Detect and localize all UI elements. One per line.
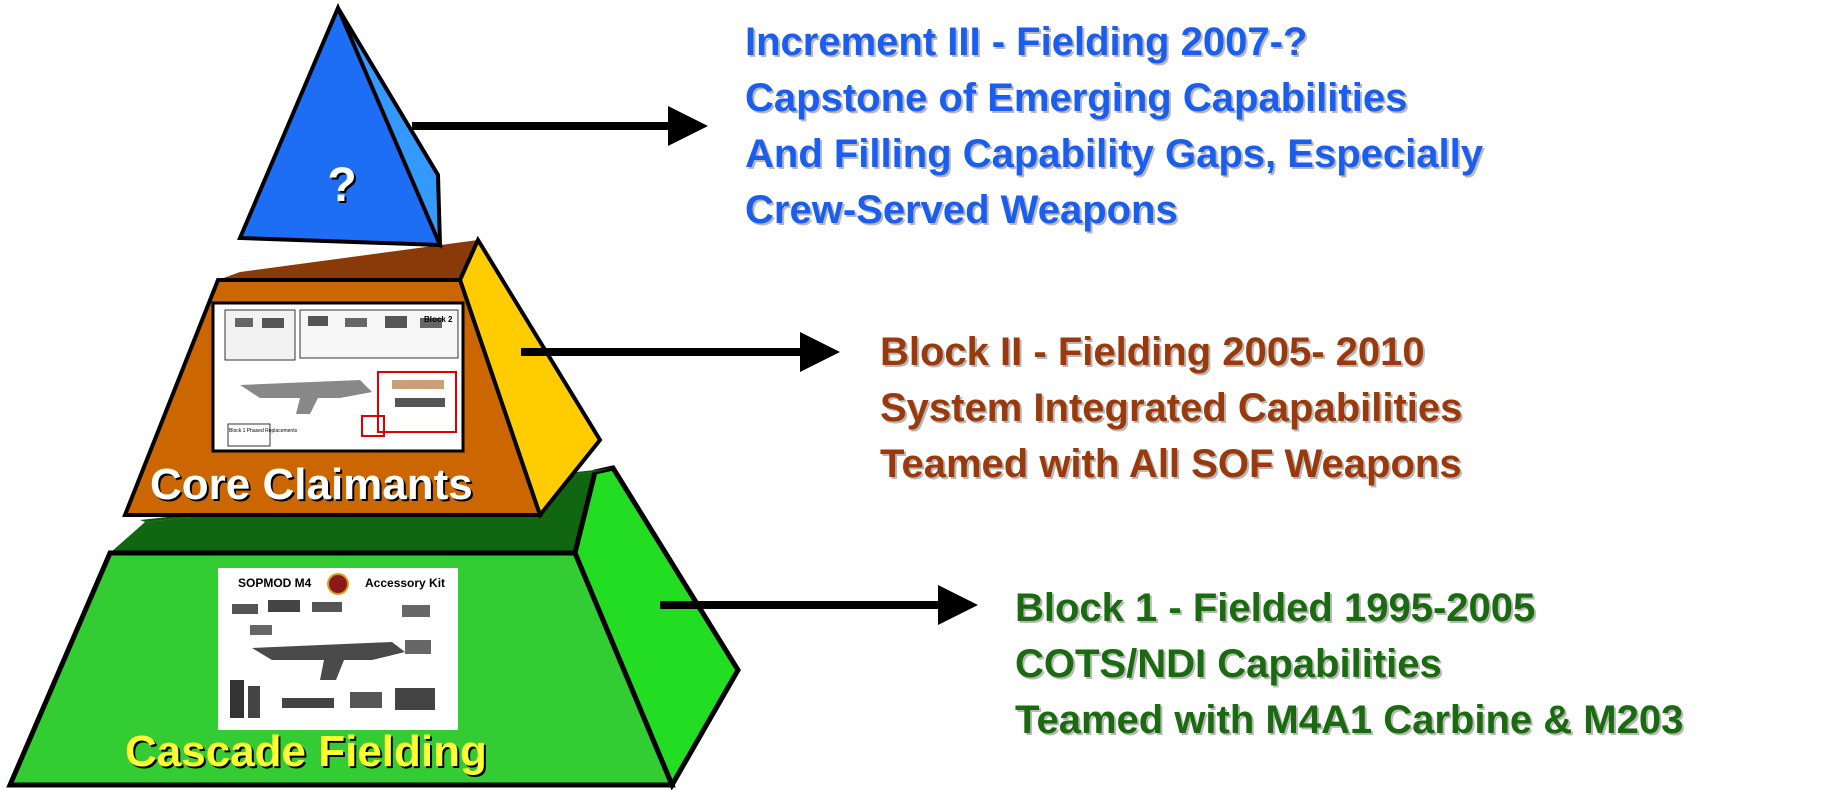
block-2-picture-tag: Block 2 — [424, 315, 453, 324]
middle-arrow — [521, 332, 840, 372]
block-2-equipment-picture: Block 2 Block 1 Phased Replacements — [211, 301, 465, 453]
block-1-line: COTS/NDI Capabilities — [1015, 642, 1442, 686]
middle-tier-top-face — [218, 240, 478, 280]
block-1-line: Teamed with M4A1 Carbine & M203 — [1015, 698, 1684, 742]
block-2-line: System Integrated Capabilities — [880, 386, 1463, 430]
increment-3-description: Increment III - Fielding 2007-? Capstone… — [745, 14, 1483, 238]
top-tier-front-face — [237, 2, 444, 248]
block-2-description: Block II - Fielding 2005- 2010 System In… — [880, 324, 1462, 492]
cascade-fielding-title: Cascade Fielding — [125, 727, 487, 776]
apex-question-mark: ? — [327, 159, 357, 212]
bottom-arrow — [660, 585, 978, 625]
core-claimants-title: Core Claimants — [150, 460, 473, 509]
sopmod-kit-title-right: Accessory Kit — [365, 576, 445, 590]
top-tier — [237, 2, 444, 250]
increment-3-line: And Filling Capability Gaps, Especially — [745, 132, 1483, 176]
increment-3-line: Capstone of Emerging Capabilities — [745, 76, 1408, 120]
block-2-line: Block II - Fielding 2005- 2010 — [880, 330, 1425, 374]
increment-3-line: Crew-Served Weapons — [745, 188, 1178, 232]
block-2-phased-caption: Block 1 Phased Replacements — [229, 428, 298, 434]
top-arrow — [412, 106, 708, 146]
sopmod-emblem — [327, 573, 349, 595]
block-1-line: Block 1 - Fielded 1995-2005 — [1015, 586, 1536, 630]
block-1-description: Block 1 - Fielded 1995-2005 COTS/NDI Cap… — [1015, 580, 1683, 748]
sopmod-kit-title-left: SOPMOD M4 — [238, 576, 312, 590]
block-2-line: Teamed with All SOF Weapons — [880, 442, 1462, 486]
increment-3-line: Increment III - Fielding 2007-? — [745, 20, 1308, 64]
sopmod-kit-picture: SOPMOD M4 Accessory Kit — [218, 568, 458, 730]
